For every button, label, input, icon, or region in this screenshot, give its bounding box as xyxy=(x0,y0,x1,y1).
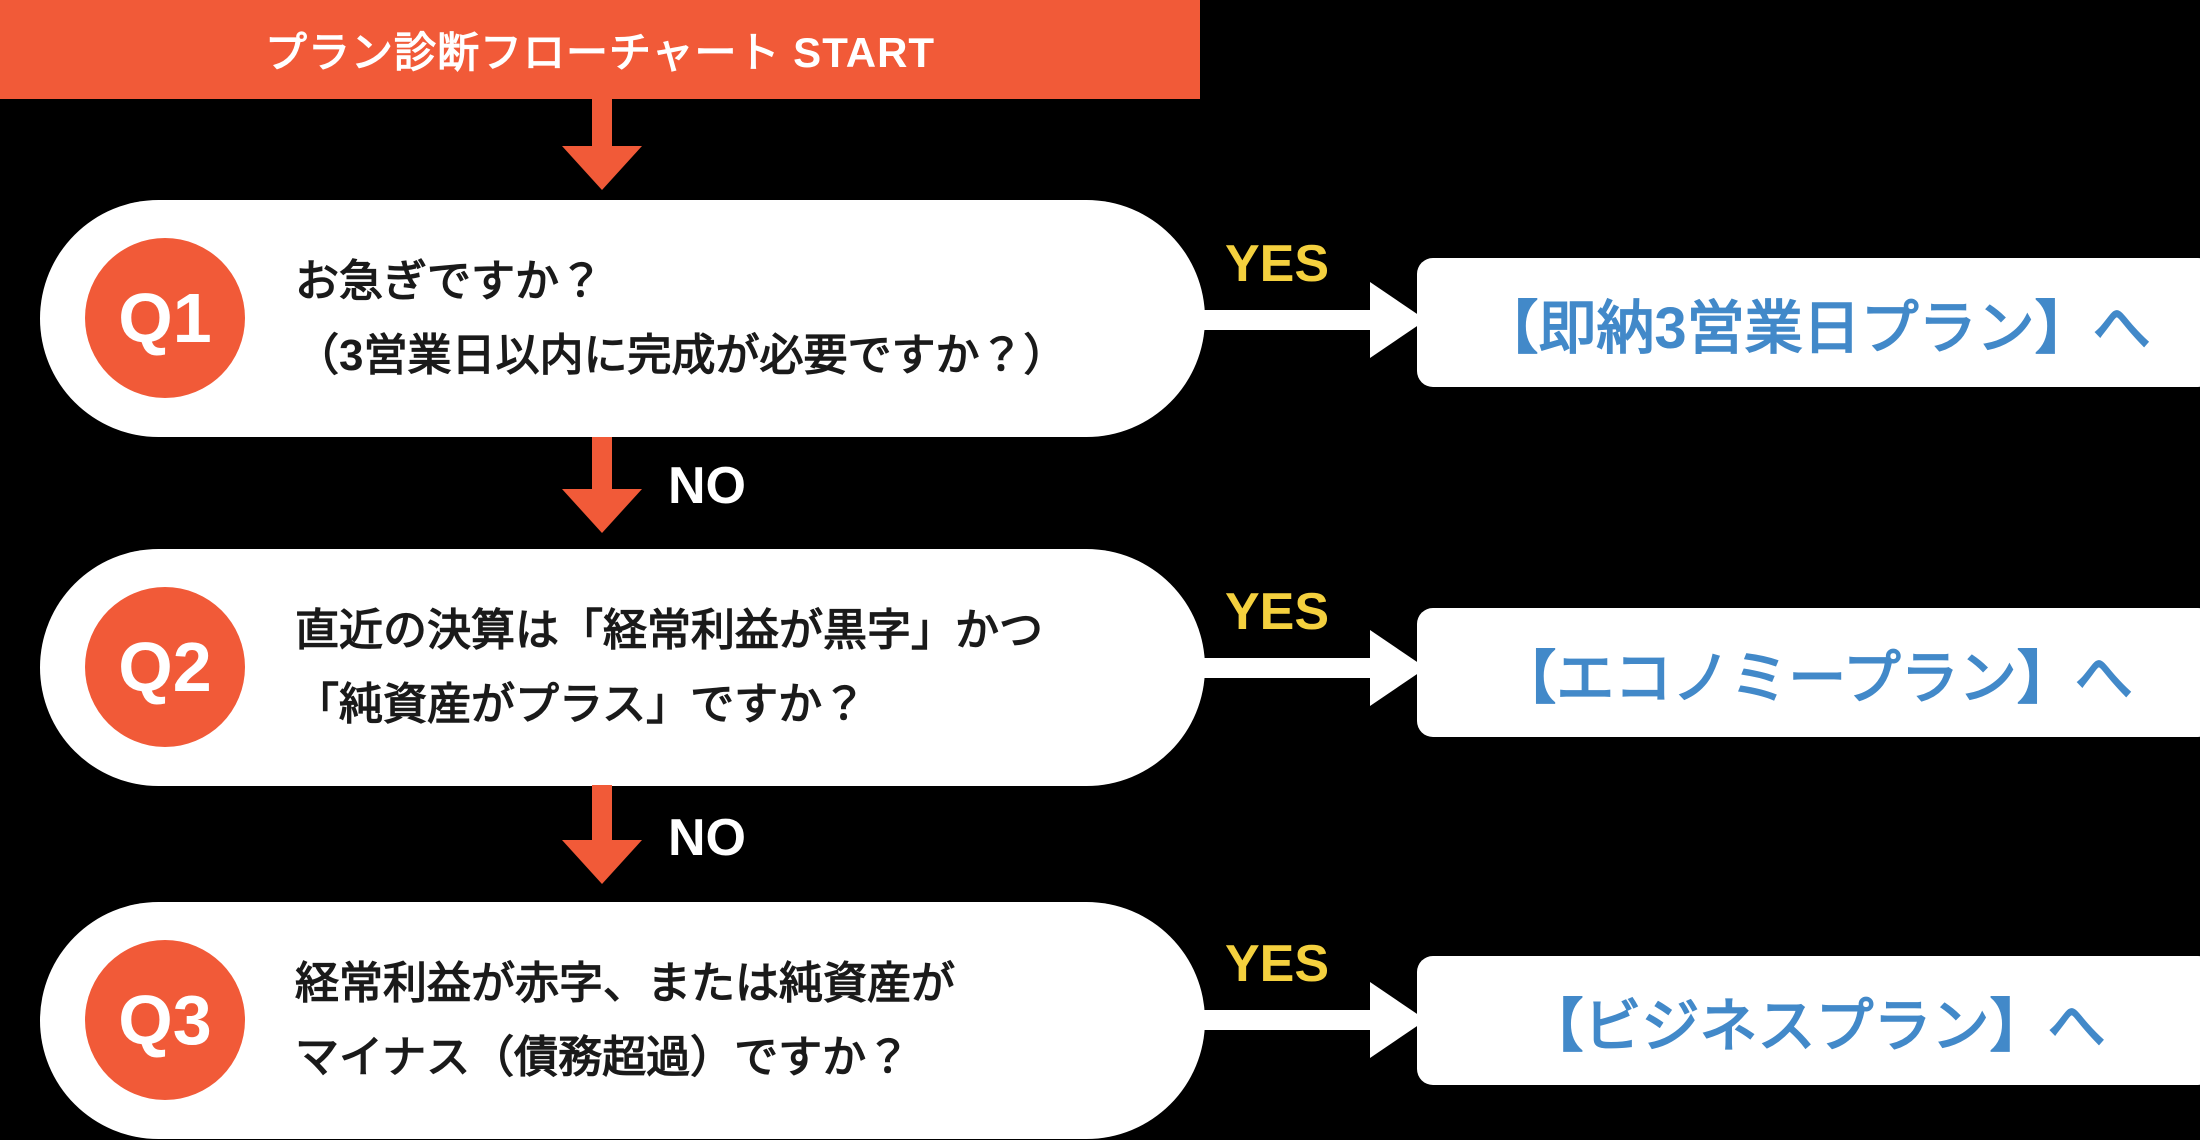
yes-arrow-q3-head-icon xyxy=(1370,982,1426,1058)
q2-text-line2: 「純資産がプラス」ですか？ xyxy=(295,679,867,729)
no-label-q1: NO xyxy=(668,457,746,515)
q1-badge-label: Q1 xyxy=(118,279,212,357)
result-business-plan-label: 【ビジネスプラン】へ xyxy=(1525,993,2106,1059)
q2-badge: Q2 xyxy=(85,587,245,747)
yes-arrow-q2-head-icon xyxy=(1370,630,1426,706)
no-arrow-q2-shaft xyxy=(592,785,612,840)
q2-text-line1: 直近の決算は「経常利益が黒字」かつ xyxy=(295,605,1043,655)
result-economy-plan-label: 【エコノミープラン】へ xyxy=(1498,645,2133,711)
question-card-q2: Q2 直近の決算は「経常利益が黒字」かつ 「純資産がプラス」ですか？ xyxy=(40,549,1205,786)
q3-text: 経常利益が赤字、または純資産が マイナス（債務超過）ですか？ xyxy=(295,902,955,1139)
q3-text-line1: 経常利益が赤字、または純資産が xyxy=(295,958,955,1008)
question-card-q1: Q1 お急ぎですか？ （3営業日以内に完成が必要ですか？） xyxy=(40,200,1205,437)
yes-arrow-q3-shaft xyxy=(1200,1010,1370,1030)
yes-arrow-q2-shaft xyxy=(1200,658,1370,678)
q1-text-line2: （3営業日以内に完成が必要ですか？） xyxy=(295,330,1068,380)
result-express-plan-label: 【即納3営業日プラン】へ xyxy=(1480,295,2151,361)
q1-text-line1: お急ぎですか？ xyxy=(295,256,603,306)
yes-label-q3: YES xyxy=(1225,935,1330,993)
down-arrow-start-shaft xyxy=(592,99,612,146)
q2-badge-label: Q2 xyxy=(118,628,212,706)
no-arrow-q2-head-icon xyxy=(562,840,642,884)
no-arrow-q1-head-icon xyxy=(562,489,642,533)
flowchart-start-banner: プラン診断フローチャート START xyxy=(0,0,1200,99)
q3-badge: Q3 xyxy=(85,940,245,1100)
no-label-q2: NO xyxy=(668,809,746,867)
result-box-business-plan[interactable]: 【ビジネスプラン】へ xyxy=(1417,956,2200,1085)
q3-text-line2: マイナス（債務超過）ですか？ xyxy=(295,1032,911,1082)
q1-text: お急ぎですか？ （3営業日以内に完成が必要ですか？） xyxy=(295,200,1067,437)
result-box-economy-plan[interactable]: 【エコノミープラン】へ xyxy=(1417,608,2200,737)
q3-badge-label: Q3 xyxy=(118,981,212,1059)
result-box-express-plan[interactable]: 【即納3営業日プラン】へ xyxy=(1417,258,2200,387)
question-card-q3: Q3 経常利益が赤字、または純資産が マイナス（債務超過）ですか？ xyxy=(40,902,1205,1139)
q1-badge: Q1 xyxy=(85,238,245,398)
yes-arrow-q1-head-icon xyxy=(1370,282,1426,358)
yes-label-q2: YES xyxy=(1225,583,1330,641)
no-arrow-q1-shaft xyxy=(592,437,612,489)
yes-arrow-q1-shaft xyxy=(1200,310,1370,330)
down-arrow-start-head-icon xyxy=(562,146,642,190)
yes-label-q1: YES xyxy=(1225,235,1330,293)
flowchart-start-title: プラン診断フローチャート START xyxy=(264,29,936,76)
q2-text: 直近の決算は「経常利益が黒字」かつ 「純資産がプラス」ですか？ xyxy=(295,549,1043,786)
